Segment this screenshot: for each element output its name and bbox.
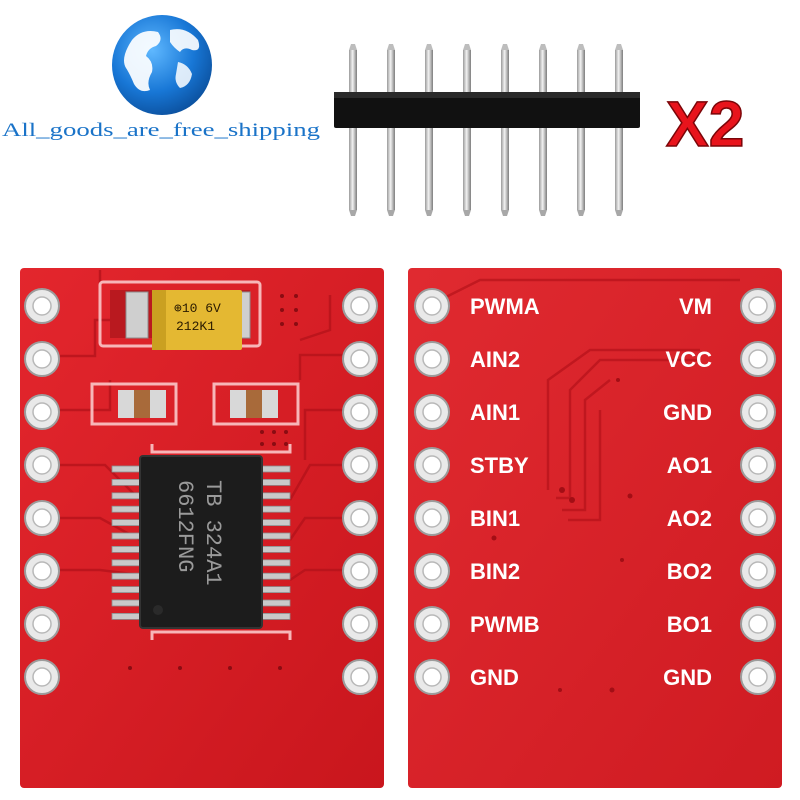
- pin-label-right-1: VCC: [666, 347, 713, 372]
- header-pin: [501, 50, 509, 94]
- header-pin-lower: [463, 128, 471, 210]
- chip-leg: [259, 613, 291, 620]
- pin-label-right-2: GND: [663, 400, 712, 425]
- header-pin: [463, 50, 471, 94]
- chip-marking-1: TB 324A1: [200, 480, 225, 586]
- pin-label-right-7: GND: [663, 665, 712, 690]
- chip-leg: [259, 492, 291, 500]
- smd-component-right: [212, 382, 300, 426]
- chip-leg: [111, 492, 143, 500]
- motor-driver-chip: TB 324A1 6612FNG: [139, 455, 263, 629]
- header-pin: [577, 50, 585, 94]
- chip-leg: [111, 478, 143, 486]
- header-pin-lower: [615, 128, 623, 210]
- earth-globe-icon: [112, 15, 212, 115]
- pin-label-right-0: VM: [679, 294, 712, 319]
- pin-label-left-4: BIN1: [470, 506, 520, 531]
- tantalum-capacitor: ⊕10 6V 212K1: [152, 290, 242, 350]
- chip-leg: [111, 599, 143, 607]
- chip-leg: [111, 505, 143, 513]
- header-pin-lower: [387, 128, 395, 210]
- chip-leg: [111, 519, 143, 526]
- pin-label-left-1: AIN2: [470, 347, 520, 372]
- pin-label-left-7: GND: [470, 665, 519, 690]
- chip-leg: [111, 586, 143, 593]
- chip-leg: [259, 599, 291, 607]
- quantity-badge: X2: [666, 88, 744, 160]
- header-pin-strip: [334, 44, 640, 216]
- header-pin: [615, 50, 623, 94]
- chip-leg: [259, 586, 291, 593]
- capacitor-marking-2: 212K1: [176, 319, 215, 334]
- pin-label-left-5: BIN2: [470, 559, 520, 584]
- header-pin: [425, 50, 433, 94]
- pin-label-right-6: BO1: [667, 612, 712, 637]
- store-watermark-text: All_goods_are_free_shipping: [2, 120, 321, 141]
- chip-leg: [111, 546, 143, 553]
- pin-label-right-4: AO2: [667, 506, 712, 531]
- pcb-front: ⊕10 6V 212K1: [20, 268, 384, 788]
- header-pin: [539, 50, 547, 94]
- chip-leg: [259, 519, 291, 526]
- header-pin: [349, 50, 357, 94]
- chip-leg: [259, 465, 291, 473]
- pin-label-left-0: PWMA: [470, 294, 540, 319]
- chip-leg: [111, 465, 143, 473]
- chip-leg: [111, 532, 143, 540]
- header-pin-lower: [425, 128, 433, 210]
- chip-leg: [259, 478, 291, 486]
- chip-leg: [259, 505, 291, 513]
- chip-leg: [259, 572, 291, 580]
- pin-header-spacer: [334, 92, 640, 128]
- chip-leg: [259, 546, 291, 553]
- header-pin-lower: [501, 128, 509, 210]
- capacitor-marking-1: ⊕10 6V: [174, 301, 221, 316]
- chip-leg: [111, 572, 143, 580]
- pin-label-left-6: PWMB: [470, 612, 540, 637]
- smd-component-left: [90, 382, 178, 426]
- store-logo: All_goods_are_free_shipping: [2, 15, 321, 141]
- chip-leg: [259, 532, 291, 540]
- pin-label-left-2: AIN1: [470, 400, 520, 425]
- pin-label-right-3: AO1: [667, 453, 712, 478]
- header-pin-lower: [539, 128, 547, 210]
- chip-marking-2: 6612FNG: [172, 480, 197, 572]
- pin-label-left-3: STBY: [470, 453, 529, 478]
- chip-leg: [111, 613, 143, 620]
- header-pin-lower: [577, 128, 585, 210]
- chip-leg: [259, 559, 291, 567]
- header-pin-lower: [349, 128, 357, 210]
- chip-leg: [111, 559, 143, 567]
- header-pin: [387, 50, 395, 94]
- pin-label-right-5: BO2: [667, 559, 712, 584]
